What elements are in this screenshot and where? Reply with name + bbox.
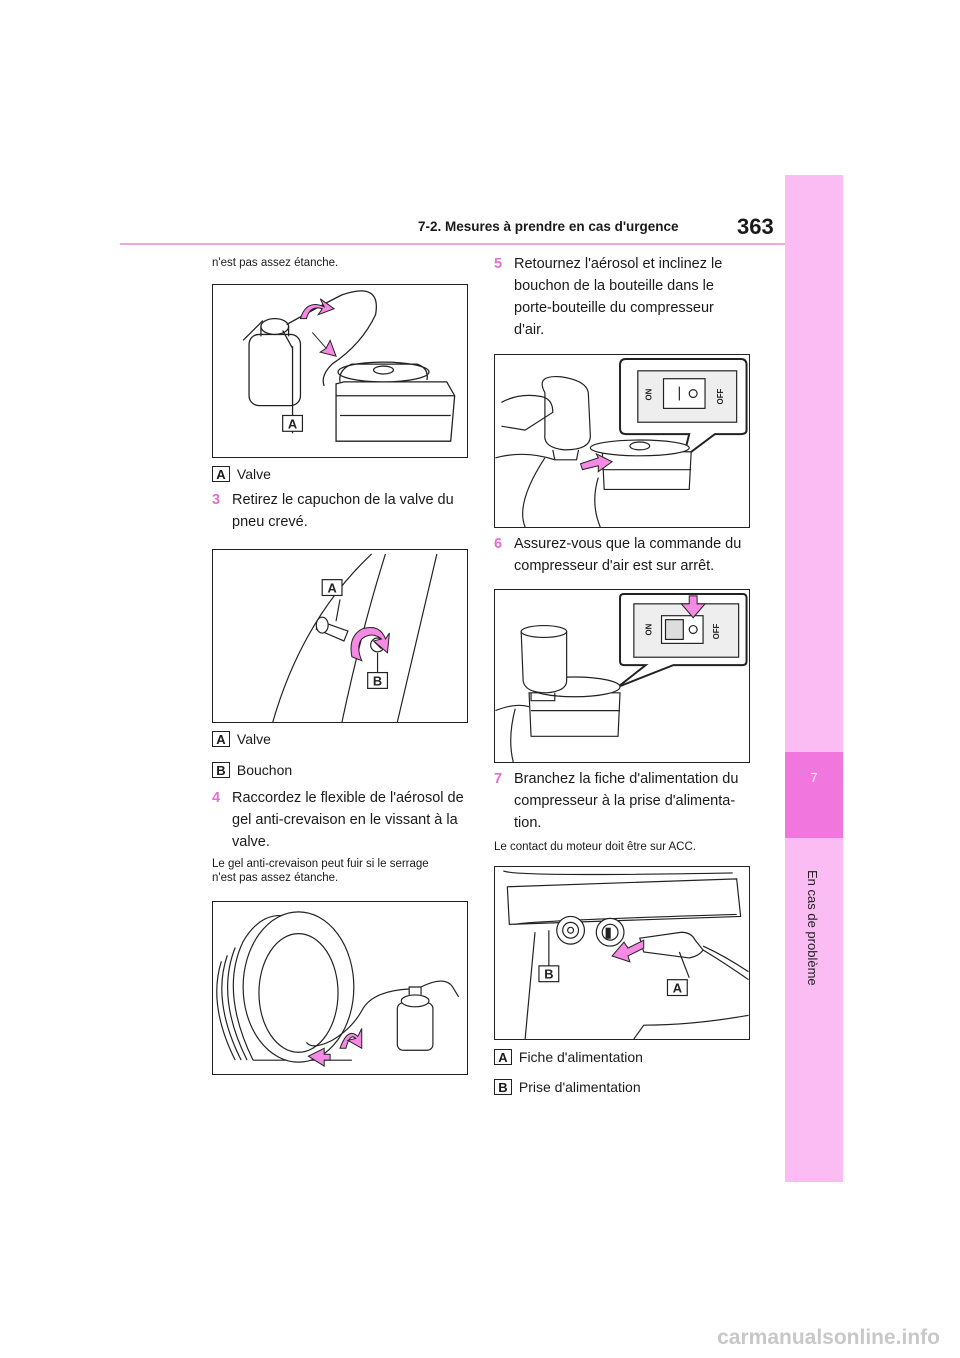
step-line: Retirez le capuchon de la valve du: [232, 492, 454, 508]
legend-text: Bouchon: [236, 762, 293, 778]
legend-item: B Bouchon: [212, 762, 292, 778]
legend-letter-badge: A: [494, 1049, 512, 1065]
step-3: 3 Retirez le capuchon de la valve du pne…: [212, 490, 468, 536]
note-line: n'est pas assez étanche.: [212, 872, 339, 884]
note-line: Le gel anti-crevaison peut fuir si le se…: [212, 858, 429, 870]
switch-off-label: OFF: [712, 623, 721, 639]
bottle-insert-illustration: ON OFF: [495, 357, 748, 527]
step-line: Retournez l'aérosol et inclinez le: [514, 256, 723, 272]
note-line: Le contact du moteur doit être sur ACC.: [494, 841, 696, 853]
switch-off-label: OFF: [716, 388, 725, 404]
chapter-tab-active: [785, 752, 843, 838]
figure-switch-off: ON OFF: [494, 589, 750, 763]
legend-text: Fiche d'alimentation: [518, 1049, 643, 1065]
figure-bottle-insert: ON OFF: [494, 354, 750, 528]
step-line: d'air.: [514, 322, 545, 338]
step-line: Branchez la fiche d'alimentation du: [514, 771, 739, 787]
step-line: Assurez-vous que la commande du: [514, 536, 742, 552]
step-line: pneu crevé.: [232, 514, 308, 530]
tire-hose-illustration: [216, 911, 460, 1067]
step-5: 5 Retournez l'aérosol et inclinez le bou…: [494, 254, 750, 342]
callout-a: A: [673, 981, 682, 996]
step-number: 5: [494, 256, 503, 272]
step-line: tion.: [514, 815, 542, 831]
callout-a: A: [288, 416, 297, 431]
switch-on-label: ON: [645, 623, 654, 635]
legend-text: Valve: [236, 466, 271, 482]
switch-on-label: ON: [645, 388, 654, 400]
figure-tire-hose: [212, 901, 468, 1075]
step-number: 6: [494, 536, 503, 552]
legend-text: Valve: [236, 731, 271, 747]
legend-item: A Valve: [212, 731, 271, 747]
header-divider: [120, 243, 785, 245]
continued-note: n'est pas assez étanche.: [212, 257, 339, 269]
step-line: porte-bouteille du compresseur: [514, 300, 714, 316]
chapter-side-tab: [785, 175, 843, 1182]
switch-off-illustration: ON OFF: [495, 592, 748, 762]
figure-tire-valve: A B: [212, 549, 468, 723]
tire-valve-illustration: A B: [272, 553, 438, 722]
legend-item: A Valve: [212, 466, 271, 482]
step-line: compresseur d'air est sur arrêt.: [514, 558, 715, 574]
chapter-title: En cas de problème: [805, 870, 820, 986]
step-line: bouchon de la bouteille dans le: [514, 278, 714, 294]
step-line: valve.: [232, 834, 270, 850]
legend-letter-badge: B: [494, 1079, 512, 1095]
step-4: 4 Raccordez le flexible de l'aérosol de …: [212, 788, 468, 854]
step-line: Raccordez le flexible de l'aérosol de: [232, 790, 464, 806]
step-line: compresseur à la prise d'alimenta-: [514, 793, 736, 809]
legend-letter-badge: A: [212, 731, 230, 747]
page-number: 363: [737, 214, 774, 239]
callout-b: B: [544, 967, 553, 982]
legend-text: Prise d'alimentation: [518, 1079, 641, 1095]
callout-b: B: [373, 673, 382, 688]
step-number: 3: [212, 492, 221, 508]
legend-item: B Prise d'alimentation: [494, 1079, 641, 1095]
chapter-number: 7: [810, 770, 818, 785]
power-outlet-illustration: B A: [503, 870, 749, 1039]
figure-valve-tool: A: [212, 284, 468, 458]
callout-a: A: [327, 581, 336, 596]
legend-letter-badge: A: [212, 466, 230, 482]
step-number: 4: [212, 790, 221, 806]
step-6: 6 Assurez-vous que la commande du compre…: [494, 534, 750, 578]
section-title: 7-2. Mesures à prendre en cas d'urgence: [418, 219, 679, 234]
step-number: 7: [494, 771, 503, 787]
step-7: 7 Branchez la fiche d'alimentation du co…: [494, 769, 750, 835]
watermark: carmanualsonline.info: [717, 1326, 940, 1349]
valve-tool-illustration: A: [242, 290, 456, 442]
step-line: gel anti-crevaison en le vissant à la: [232, 812, 458, 828]
legend-item: A Fiche d'alimentation: [494, 1049, 643, 1065]
figure-power-outlet: B A: [494, 866, 750, 1040]
legend-letter-badge: B: [212, 762, 230, 778]
